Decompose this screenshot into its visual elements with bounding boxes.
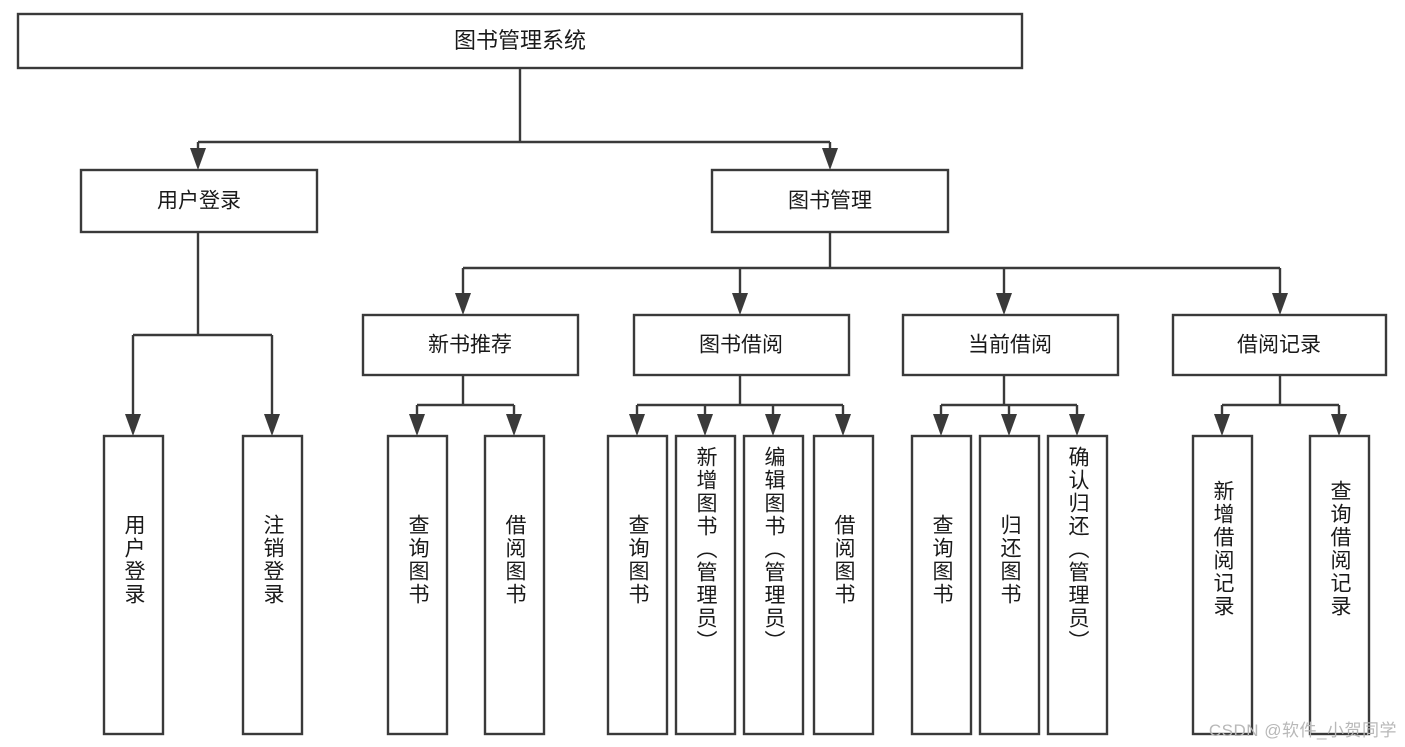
node-book-manage-label: 图书管理 bbox=[788, 190, 872, 213]
edges-borrow-record-to-leaves bbox=[1214, 375, 1347, 436]
node-leaf-query-book-2-box[interactable] bbox=[606, 434, 669, 736]
node-root-box[interactable] bbox=[16, 12, 1024, 70]
node-leaf-borrow-book-2-box[interactable] bbox=[812, 434, 875, 736]
node-current-borrow[interactable]: 当前借阅 bbox=[901, 313, 1120, 377]
node-book-borrow-box[interactable] bbox=[632, 313, 851, 377]
node-current-borrow-label: 当前借阅 bbox=[968, 334, 1052, 357]
node-root-label: 图书管理系统 bbox=[454, 28, 586, 53]
arrow-head-leaf-logout-login bbox=[264, 414, 280, 436]
node-leaf-add-borrow-record-box[interactable] bbox=[1191, 434, 1254, 736]
arrow-head-leaf-confirm-return-admin bbox=[1069, 414, 1085, 436]
arrow-head-leaf-user-login bbox=[125, 414, 141, 436]
arrow-head-leaf-borrow-book-1 bbox=[506, 414, 522, 436]
node-root[interactable]: 图书管理系统 bbox=[16, 12, 1024, 70]
node-new-book-recommend-box[interactable] bbox=[361, 313, 580, 377]
node-leaf-query-borrow-record-box[interactable] bbox=[1308, 434, 1371, 736]
node-leaf-borrow-book-1-box[interactable] bbox=[483, 434, 546, 736]
edges-root-to-level2 bbox=[190, 68, 838, 170]
arrow-head-leaf-query-borrow-record bbox=[1331, 414, 1347, 436]
node-current-borrow-box[interactable] bbox=[901, 313, 1120, 377]
node-leaf-query-book-1-box[interactable] bbox=[386, 434, 449, 736]
arrow-head-leaf-add-borrow-record bbox=[1214, 414, 1230, 436]
node-leaf-return-book-box[interactable] bbox=[978, 434, 1041, 736]
arrow-head-borrow-record bbox=[1272, 293, 1288, 315]
arrow-head-leaf-query-book-2 bbox=[629, 414, 645, 436]
csdn-watermark: CSDN @软件_小贺同学 bbox=[1208, 721, 1397, 740]
arrow-head-user-login bbox=[190, 148, 206, 170]
node-leaf-add-book-admin-box[interactable] bbox=[674, 434, 737, 736]
node-book-manage[interactable]: 图书管理 bbox=[710, 168, 950, 234]
arrow-head-new-book-recommend bbox=[455, 293, 471, 315]
node-borrow-record-label: 借阅记录 bbox=[1237, 334, 1321, 357]
node-book-borrow-label: 图书借阅 bbox=[699, 334, 783, 357]
node-borrow-record[interactable]: 借阅记录 bbox=[1171, 313, 1388, 377]
arrow-head-book-manage bbox=[822, 148, 838, 170]
node-user-login-label: 用户登录 bbox=[157, 190, 241, 213]
node-leaf-edit-book-admin-box[interactable] bbox=[742, 434, 805, 736]
node-book-manage-box[interactable] bbox=[710, 168, 950, 234]
node-leaf-query-book-3-box[interactable] bbox=[910, 434, 973, 736]
node-leaf-logout-login-box[interactable] bbox=[241, 434, 304, 736]
node-user-login-box[interactable] bbox=[79, 168, 319, 234]
arrow-head-leaf-add-book-admin bbox=[697, 414, 713, 436]
edges-current-borrow-to-leaves bbox=[933, 375, 1085, 436]
arrow-head-leaf-edit-book-admin bbox=[765, 414, 781, 436]
node-book-borrow[interactable]: 图书借阅 bbox=[632, 313, 851, 377]
arrow-head-leaf-return-book bbox=[1001, 414, 1017, 436]
leaf-boxes bbox=[102, 434, 1371, 736]
node-leaf-user-login-box[interactable] bbox=[102, 434, 165, 736]
arrow-head-current-borrow bbox=[996, 293, 1012, 315]
node-user-login[interactable]: 用户登录 bbox=[79, 168, 319, 234]
node-new-book-recommend-label: 新书推荐 bbox=[428, 334, 512, 357]
arrow-head-book-borrow bbox=[732, 293, 748, 315]
node-leaf-confirm-return-admin-box[interactable] bbox=[1046, 434, 1109, 736]
arrow-head-leaf-borrow-book-2 bbox=[835, 414, 851, 436]
node-new-book-recommend[interactable]: 新书推荐 bbox=[361, 313, 580, 377]
edges-book-manage-to-level3 bbox=[455, 232, 1288, 315]
arrow-head-leaf-query-book-3 bbox=[933, 414, 949, 436]
arrow-head-leaf-query-book-1 bbox=[409, 414, 425, 436]
edges-new-book-recommend-to-leaves bbox=[409, 375, 522, 436]
edges-book-borrow-to-leaves bbox=[629, 375, 851, 436]
node-borrow-record-box[interactable] bbox=[1171, 313, 1388, 377]
edges-user-login-to-leaves bbox=[125, 232, 280, 436]
